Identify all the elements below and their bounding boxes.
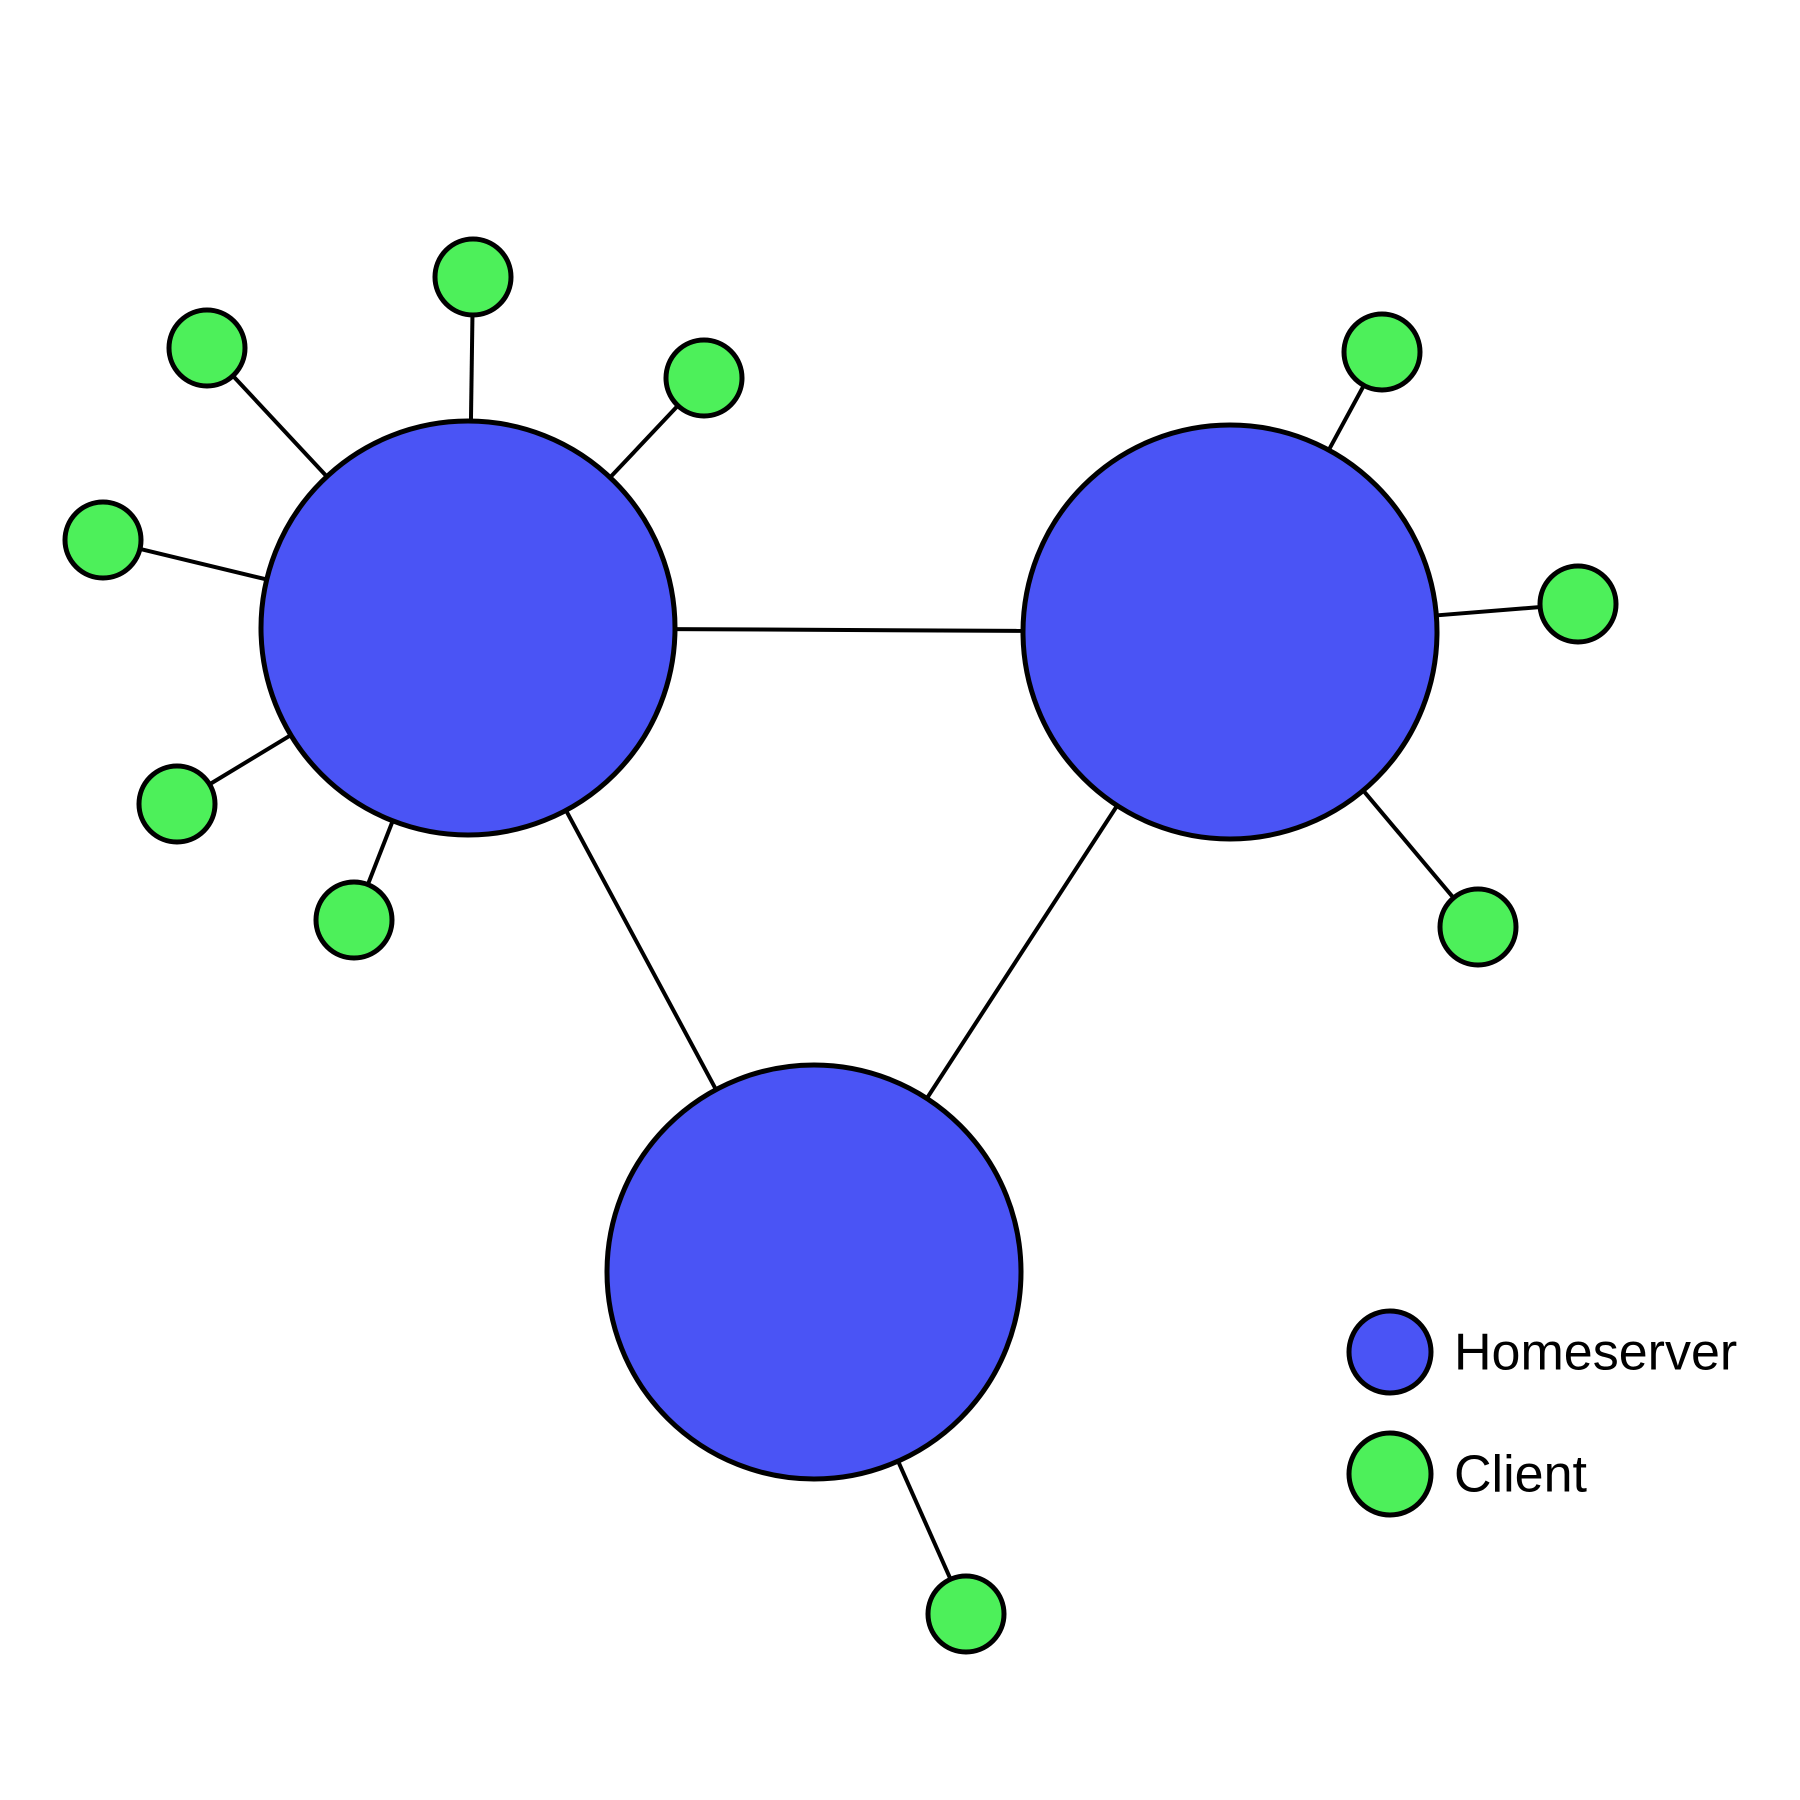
node-hs-left[interactable] <box>258 418 678 838</box>
legend-marker-homeserver <box>1346 1308 1434 1396</box>
edge-hs-right-to-c-r2 <box>1434 604 1543 618</box>
node-c-l4[interactable] <box>136 763 218 845</box>
node-c-r3[interactable] <box>1437 886 1519 968</box>
edge-hs-bottom-to-c-b1 <box>895 1458 954 1582</box>
edge-hs-left-to-hs-bottom <box>563 807 719 1093</box>
edges-layer <box>137 312 1543 1582</box>
edge-hs-right-to-c-r1 <box>1326 382 1367 453</box>
edge-hs-left-to-c-l3 <box>137 546 270 582</box>
edge-hs-left-to-c-l4 <box>206 732 294 788</box>
edge-hs-left-to-c-l2 <box>230 372 330 480</box>
node-hs-bottom[interactable] <box>604 1062 1024 1482</box>
node-c-l2[interactable] <box>166 307 248 389</box>
nodes-layer <box>62 236 1619 1655</box>
node-c-l3[interactable] <box>62 499 144 581</box>
node-c-b1[interactable] <box>925 1573 1007 1655</box>
edge-hs-left-to-c-l6 <box>607 402 681 481</box>
node-c-l5[interactable] <box>313 879 395 961</box>
legend-label-homeserver: Homeserver <box>1454 1324 1737 1382</box>
edge-hs-right-to-c-r3 <box>1360 787 1457 901</box>
legend-label-client: Client <box>1454 1446 1587 1504</box>
node-c-r1[interactable] <box>1341 311 1423 393</box>
node-c-l6[interactable] <box>663 337 745 419</box>
node-c-r2[interactable] <box>1537 563 1619 645</box>
node-hs-right[interactable] <box>1020 422 1440 842</box>
legend-marker-client <box>1346 1430 1434 1518</box>
edge-hs-right-to-hs-bottom <box>924 802 1120 1102</box>
edge-hs-left-to-hs-right <box>672 627 1026 633</box>
edge-hs-left-to-c-l1 <box>468 312 475 424</box>
edge-hs-left-to-c-l5 <box>365 818 396 888</box>
node-c-l1[interactable] <box>432 236 514 318</box>
